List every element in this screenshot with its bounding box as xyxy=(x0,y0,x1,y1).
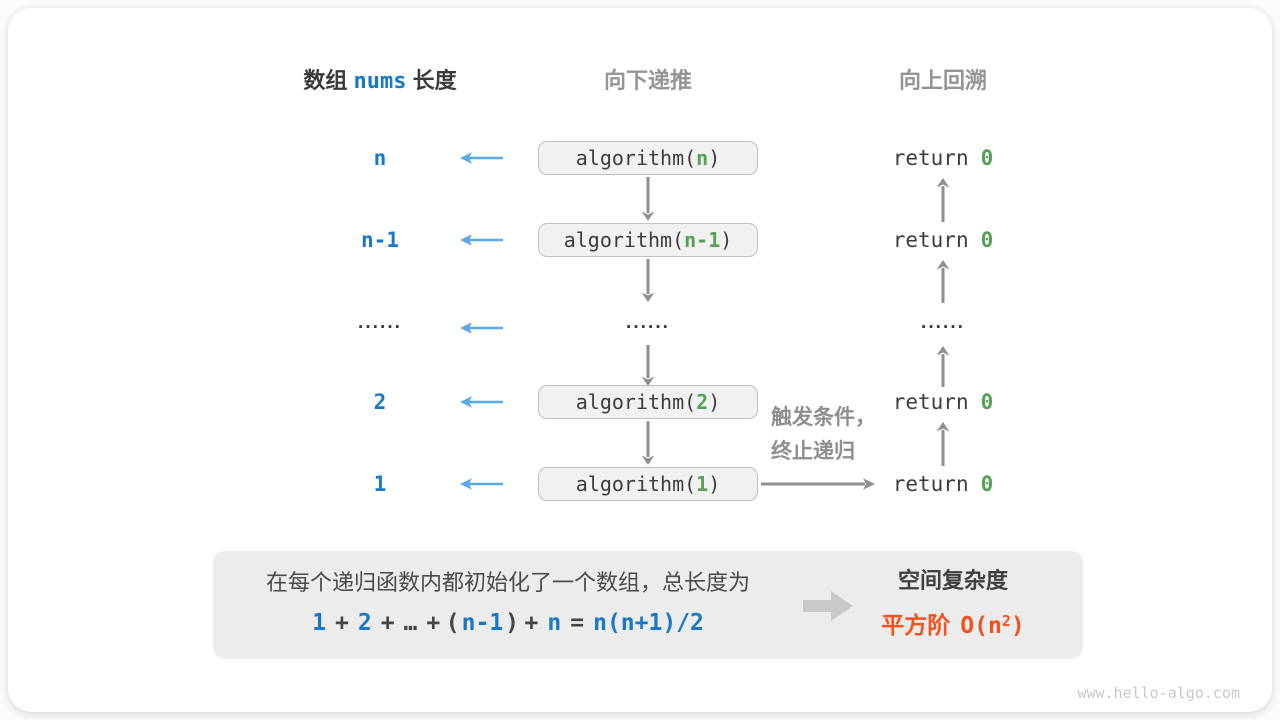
ellipsis-calls: ······ xyxy=(626,317,670,338)
eq-result: n(n+1)/2 xyxy=(593,610,704,636)
big-o-open: O(n xyxy=(960,613,1002,639)
ellipsis-returns: ······ xyxy=(921,317,965,338)
eq-plus: + xyxy=(380,610,395,636)
big-o-exponent: 2 xyxy=(1001,612,1011,630)
call-close: ) xyxy=(708,472,721,496)
return-value: 0 xyxy=(980,472,994,496)
left-arrow-icon xyxy=(460,234,503,246)
up-arrow-icon xyxy=(936,346,950,387)
call-arg: n xyxy=(696,146,709,170)
length-label-2: 2 xyxy=(373,390,387,414)
eq-term-n-1: n-1 xyxy=(461,610,504,636)
eq-equals: = xyxy=(570,610,585,636)
return-value: 0 xyxy=(980,228,994,252)
left-arrow-icon xyxy=(460,478,503,490)
length-label-n-1: n-1 xyxy=(361,228,399,252)
eq-plus: + xyxy=(334,610,349,636)
left-arrow-icon xyxy=(460,322,503,334)
call-box-1: algorithm(1) xyxy=(538,467,758,501)
up-arrow-icon xyxy=(936,422,950,466)
eq-plus: + xyxy=(524,610,539,636)
conclusion-complexity: 平方阶 O(n2) xyxy=(843,604,1063,639)
left-arrow-icon xyxy=(460,396,503,408)
return-keyword: return xyxy=(892,390,969,414)
up-arrow-icon xyxy=(936,178,950,222)
header-nums-code: nums xyxy=(353,69,407,94)
annotation-line2: 终止递归 xyxy=(771,440,855,463)
call-box-2: algorithm(2) xyxy=(538,385,758,419)
call-arg: 2 xyxy=(696,390,709,414)
diagram-card: 数组 nums 长度 向下递推 向上回溯 n algorithm(n) retu… xyxy=(8,8,1272,712)
down-arrow-icon xyxy=(641,421,655,465)
call-open: algorithm( xyxy=(575,146,697,170)
call-open: algorithm( xyxy=(575,390,697,414)
eq-term-1: 1 xyxy=(312,610,326,636)
complexity-order-label: 平方阶 xyxy=(881,612,951,638)
left-arrow-icon xyxy=(460,152,503,164)
call-close: ) xyxy=(708,146,721,170)
column-header-recurse-down: 向下递推 xyxy=(603,68,692,93)
return-value: 0 xyxy=(980,146,994,170)
terminate-annotation: 触发条件， 终止递归 xyxy=(771,401,891,469)
return-statement-2: return 0 xyxy=(863,388,1023,416)
return-value: 0 xyxy=(980,390,994,414)
eq-ellipsis: … xyxy=(403,610,418,636)
length-label-1: 1 xyxy=(373,472,387,496)
call-close: ) xyxy=(720,228,733,252)
call-box-n: algorithm(n) xyxy=(538,141,758,175)
summary-description: 在每个递归函数内都初始化了一个数组，总长度为 xyxy=(265,570,750,595)
call-open: algorithm( xyxy=(575,472,697,496)
call-arg: 1 xyxy=(696,472,709,496)
down-arrow-icon xyxy=(641,177,655,221)
return-keyword: return xyxy=(892,472,969,496)
return-keyword: return xyxy=(892,146,969,170)
implies-block-arrow-icon xyxy=(803,591,853,621)
big-o-close: ) xyxy=(1010,613,1025,639)
down-arrow-icon xyxy=(641,259,655,302)
call-arg: n-1 xyxy=(684,228,721,252)
down-arrow-icon xyxy=(641,345,655,386)
ellipsis-length: ······ xyxy=(358,317,402,338)
terminate-arrow-icon xyxy=(761,478,875,490)
header-length-suffix: 长度 xyxy=(412,68,457,93)
call-box-n-1: algorithm(n-1) xyxy=(538,223,758,257)
annotation-line1: 触发条件， xyxy=(771,406,876,429)
return-statement-1: return 0 xyxy=(863,470,1023,498)
up-arrow-icon xyxy=(936,260,950,303)
length-label-n: n xyxy=(373,146,387,170)
summary-panel: 在每个递归函数内都初始化了一个数组，总长度为 1+2+…+(n-1)+n=n(n… xyxy=(213,551,1083,659)
column-header-backtrack-up: 向上回溯 xyxy=(898,68,987,93)
return-keyword: return xyxy=(892,228,969,252)
return-statement-n-1: return 0 xyxy=(863,226,1023,254)
eq-term-n: n xyxy=(547,610,562,636)
call-open: algorithm( xyxy=(563,228,685,252)
eq-term-2: 2 xyxy=(357,610,372,636)
watermark: www.hello-algo.com xyxy=(1077,684,1240,702)
conclusion-title: 空间复杂度 xyxy=(897,568,1008,593)
call-close: ) xyxy=(708,390,721,414)
column-header-array-length: 数组 nums 长度 xyxy=(260,66,500,96)
return-statement-n: return 0 xyxy=(863,144,1023,172)
big-o-notation: O(n2) xyxy=(960,612,1025,639)
eq-plus: + xyxy=(426,610,441,636)
eq-rparen: ) xyxy=(505,610,520,636)
sum-equation: 1+2+…+(n-1)+n=n(n+1)/2 xyxy=(233,607,783,639)
eq-lparen: ( xyxy=(445,610,460,636)
header-array-prefix: 数组 xyxy=(303,68,348,93)
